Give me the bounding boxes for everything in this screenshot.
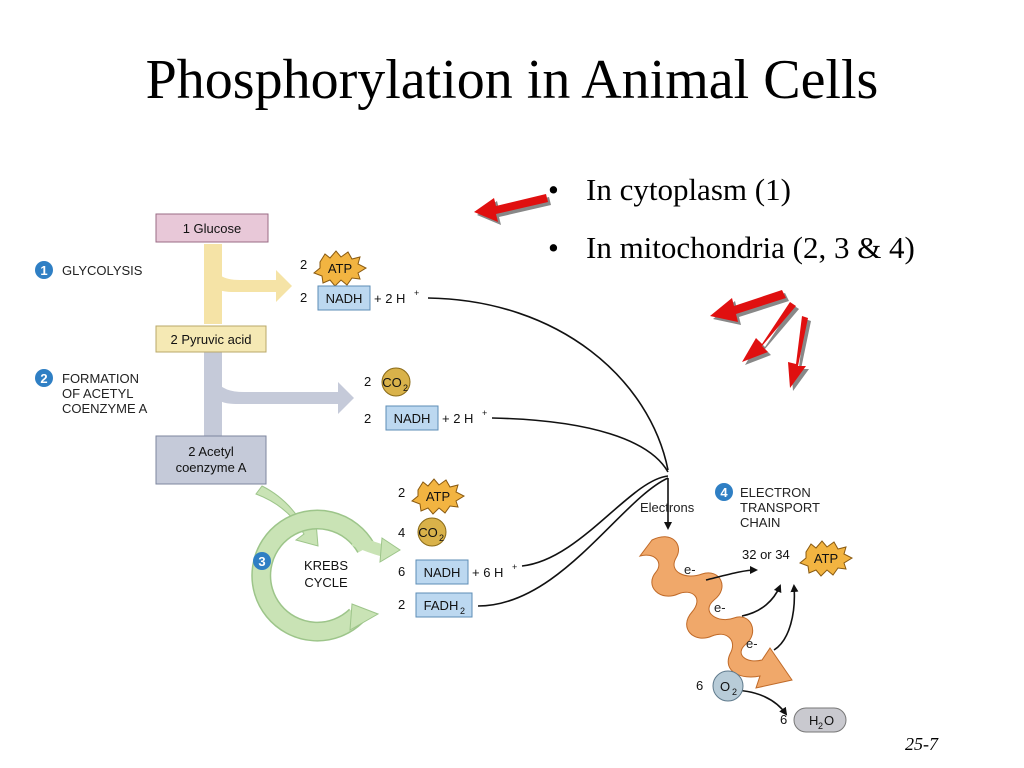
electron-lines — [427, 297, 672, 607]
krebs-nadh-extra: + 6 H — [472, 565, 503, 580]
glycolysis-atp-label: ATP — [328, 261, 352, 276]
acetyl-co2-sub: 2 — [403, 383, 408, 393]
krebs-proton-sup: + — [512, 562, 517, 572]
slide-title: Phosphorylation in Animal Cells — [145, 49, 879, 111]
krebs-atp-label: ATP — [426, 489, 450, 504]
krebs-atp-count: 2 — [398, 485, 405, 500]
bullet-marker: • — [548, 172, 559, 207]
krebs-nadh-label: NADH — [424, 565, 461, 580]
pointer-arrow-mito-1 — [710, 290, 789, 325]
glycolysis-nadh-count: 2 — [300, 290, 307, 305]
acetyl-proton-sup: + — [482, 408, 487, 418]
glycolysis-nadh-label: NADH — [326, 291, 363, 306]
krebs-fadh-sub: 2 — [460, 606, 465, 616]
water-label-a: H — [809, 713, 818, 728]
stage-4: 4 ELECTRON TRANSPORT CHAIN — [715, 483, 820, 530]
electron-label-3: e- — [746, 636, 758, 651]
electrons-label: Electrons — [640, 500, 695, 515]
electron-label-2: e- — [714, 600, 726, 615]
pyruvic-box: 2 Pyruvic acid — [155, 325, 267, 353]
glycolysis-proton-sup: + — [414, 288, 419, 298]
krebs-atp: 2 ATP — [398, 478, 466, 515]
oxygen-sub: 2 — [732, 687, 737, 697]
krebs-co2: 4 CO 2 — [398, 517, 447, 547]
acetyl-co2-label: CO — [382, 375, 402, 390]
acetyl-nadh-extra: + 2 H — [442, 411, 473, 426]
krebs-fadh-count: 2 — [398, 597, 405, 612]
pyruvic-label: 2 Pyruvic acid — [171, 332, 252, 347]
stage-1: 1 GLYCOLYSIS — [35, 261, 143, 279]
bullet-item: • In cytoplasm (1) — [548, 172, 915, 230]
pointer-arrow-mito-3 — [788, 316, 811, 391]
krebs-co2-count: 4 — [398, 525, 405, 540]
bullet-marker: • — [548, 230, 559, 265]
krebs-co2-sub: 2 — [439, 533, 444, 543]
krebs-fadh-label: FADH — [424, 598, 459, 613]
glucose-box: 1 Glucose — [155, 213, 269, 243]
water-sub: 2 — [818, 721, 823, 731]
bullet-item: • In mitochondria (2, 3 & 4) — [548, 230, 915, 288]
krebs-fadh: 2 FADH 2 — [398, 592, 473, 618]
krebs-return-arrowhead — [349, 603, 380, 631]
stage-3-number: 3 — [258, 554, 265, 569]
stage-3: 3 — [253, 552, 271, 570]
krebs-cycle: KREBS CYCLE — [251, 509, 401, 642]
atp-burst-icon — [313, 250, 368, 287]
stage-4-label-line1: ELECTRON — [740, 485, 811, 500]
stage-2: 2 FORMATION OF ACETYL COENZYME A — [35, 369, 148, 416]
krebs-output-arrowhead — [379, 537, 401, 563]
krebs-nadh-count: 6 — [398, 564, 405, 579]
stage-2-label-line2: OF ACETYL — [62, 386, 134, 401]
stage-2-label-line3: COENZYME A — [62, 401, 148, 416]
stage-4-label-line3: CHAIN — [740, 515, 780, 530]
glycolysis-nadh-extra: + 2 H — [374, 291, 405, 306]
page-number: 25-7 — [905, 734, 938, 754]
water-label-b: O — [824, 713, 834, 728]
oxygen-count: 6 — [696, 678, 703, 693]
oxygen-label: O — [720, 679, 730, 694]
acetyl-flow-arrow — [204, 352, 354, 436]
acetyl-label-line1: 2 Acetyl — [188, 444, 234, 459]
water-count: 6 — [780, 712, 787, 727]
atp-burst-icon — [799, 540, 854, 577]
acetyl-label-line2: coenzyme A — [176, 460, 247, 475]
acetyl-co2-count: 2 — [364, 374, 371, 389]
glycolysis-atp: 2 ATP — [300, 250, 368, 287]
glycolysis-atp-count: 2 — [300, 257, 307, 272]
acetyl-co2: 2 CO 2 — [364, 367, 411, 397]
stage-2-number: 2 — [40, 371, 47, 386]
etc-atp-count: 32 or 34 — [742, 547, 790, 562]
etc-atp-label: ATP — [814, 551, 838, 566]
pointer-arrow-cytoplasm — [474, 194, 551, 225]
krebs-co2-label: CO — [418, 525, 438, 540]
stage-2-label-line1: FORMATION — [62, 371, 139, 386]
acetyl-nadh: 2 NADH + 2 H + — [364, 405, 487, 431]
stage-1-number: 1 — [40, 263, 47, 278]
glycolysis-flow-arrow — [204, 244, 292, 324]
etc-atp: 32 or 34 ATP — [742, 540, 854, 577]
bullet-text: In cytoplasm (1) — [586, 172, 791, 207]
bullet-list: • In cytoplasm (1) • In mitochondria (2, 3… — [548, 172, 915, 288]
atp-burst-icon — [411, 478, 466, 515]
stage-4-number: 4 — [720, 485, 728, 500]
water: 6 H 2 O — [780, 707, 847, 733]
glucose-label: 1 Glucose — [183, 221, 242, 236]
stage-1-label: GLYCOLYSIS — [62, 263, 143, 278]
krebs-label-line1: KREBS — [304, 558, 348, 573]
etc-band: e- e- e- — [638, 536, 793, 689]
stage-4-label-line2: TRANSPORT — [740, 500, 820, 515]
glycolysis-nadh: 2 NADH + 2 H + — [300, 285, 419, 311]
acetyl-nadh-count: 2 — [364, 411, 371, 426]
electron-label-1: e- — [684, 562, 696, 577]
pointer-arrow-mito-2 — [742, 302, 799, 365]
bullet-text: In mitochondria (2, 3 & 4) — [586, 230, 915, 265]
acetyl-box: 2 Acetyl coenzyme A — [155, 435, 267, 485]
acetyl-nadh-label: NADH — [394, 411, 431, 426]
krebs-nadh: 6 NADH + 6 H + — [398, 559, 517, 585]
oxygen: 6 O 2 — [696, 670, 744, 702]
krebs-label-line2: CYCLE — [304, 575, 348, 590]
